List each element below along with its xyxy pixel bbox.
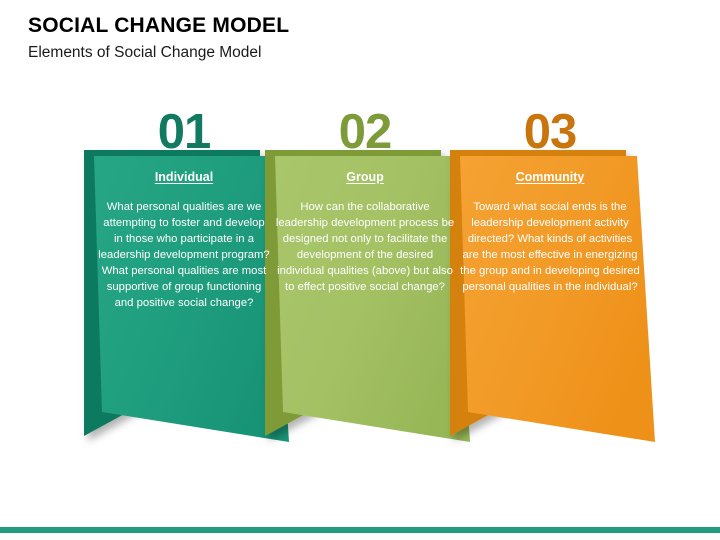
- banner-card-group[interactable]: 02: [265, 105, 470, 448]
- page-title: SOCIAL CHANGE MODEL: [28, 14, 290, 37]
- slide-header: SOCIAL CHANGE MODEL Elements of Social C…: [28, 14, 688, 63]
- banner-front-panel-teal: [94, 156, 289, 442]
- banner-card-individual[interactable]: 01: [84, 105, 289, 448]
- card-number-03: 03: [523, 105, 578, 159]
- banner-front-panel-orange: [460, 156, 655, 442]
- card-number-02: 02: [338, 105, 393, 159]
- footer-accent-bar: [0, 527, 720, 533]
- card-number-01: 01: [157, 105, 212, 159]
- banner-shape-teal: [84, 150, 289, 448]
- page-subtitle: Elements of Social Change Model: [28, 44, 262, 62]
- banner-front-panel-green: [275, 156, 470, 442]
- banner-shape-green: [265, 150, 470, 448]
- banner-shape-orange: [450, 150, 655, 448]
- banner-card-community[interactable]: 03: [450, 105, 655, 448]
